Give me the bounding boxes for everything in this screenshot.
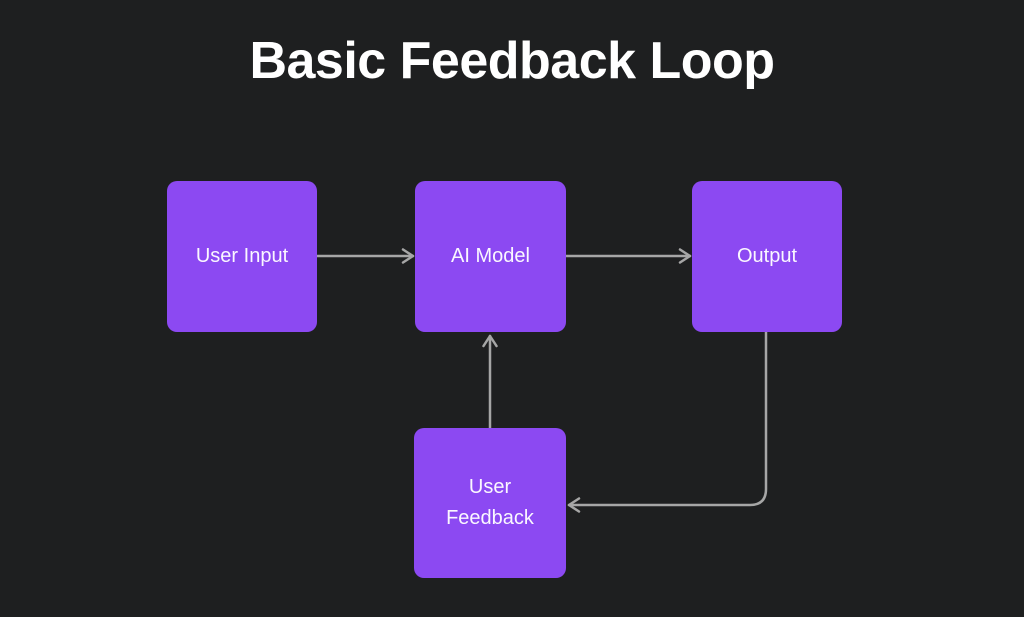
node-label: AI Model	[451, 245, 530, 267]
diagram-node-output: Output	[692, 181, 842, 332]
diagram-node-user-input: User Input	[167, 181, 317, 332]
node-label: Output	[736, 245, 798, 267]
diagram-node-ai-model: AI Model	[415, 181, 566, 332]
node-label: User Feedback	[446, 476, 534, 529]
diagram-title: Basic Feedback Loop	[249, 32, 775, 90]
node-label: User Input	[195, 245, 289, 267]
edge-output-to-user-feedback	[567, 330, 768, 513]
diagram-node-user-feedback: User Feedback	[414, 428, 566, 578]
